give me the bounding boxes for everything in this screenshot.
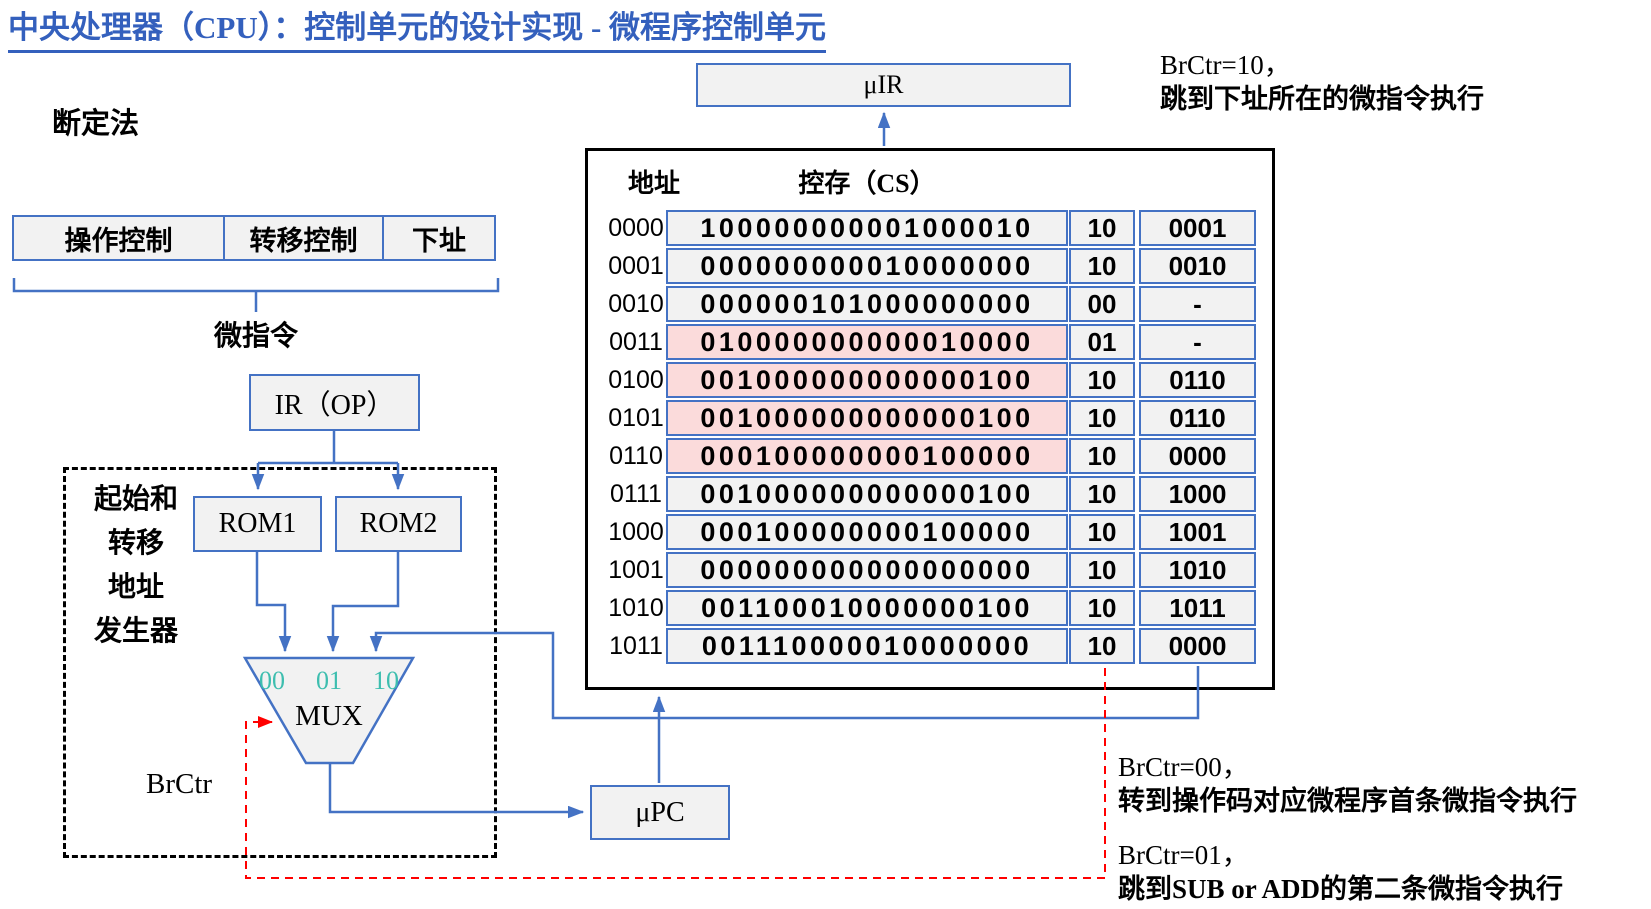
- table-row: 0000 100000000001000010 10 0001: [585, 210, 1275, 246]
- table-row: 0011 010000000000010000 01 -: [585, 324, 1275, 360]
- mux-input-01: 01: [316, 666, 342, 695]
- upc-box: μPC: [590, 785, 730, 840]
- field-next-address: 下址: [382, 215, 496, 261]
- underbrace: [12, 278, 500, 312]
- row-control-bits: 000100000000100000: [666, 438, 1068, 474]
- row-brctr-bits: 10: [1069, 514, 1135, 550]
- row-control-bits: 001000000000000100: [666, 400, 1068, 436]
- row-next-address: 1011: [1139, 590, 1256, 626]
- row-control-bits: 001100010000000100: [666, 590, 1068, 626]
- annotation-line: BrCtr=01，: [1118, 840, 1249, 870]
- row-next-address: 1000: [1139, 476, 1256, 512]
- row-address: 0011: [609, 327, 663, 356]
- ir-op-box: IR（OP）: [249, 374, 420, 431]
- row-next-address: 0000: [1139, 438, 1256, 474]
- mux-input-10: 10: [373, 666, 399, 695]
- row-brctr-bits: 01: [1069, 324, 1135, 360]
- row-address: 1010: [608, 593, 664, 622]
- microinstruction-format-box: 操作控制 转移控制 下址: [12, 215, 496, 261]
- mux-label: MUX: [295, 700, 363, 732]
- row-control-bits: 001110000010000000: [666, 628, 1068, 664]
- row-next-address: 0110: [1139, 400, 1256, 436]
- table-row: 0100 001000000000000100 10 0110: [585, 362, 1275, 398]
- row-next-address: 1001: [1139, 514, 1256, 550]
- row-brctr-bits: 10: [1069, 628, 1135, 664]
- row-address: 0111: [610, 479, 662, 508]
- row-address: 0010: [608, 289, 664, 318]
- row-next-address: 0110: [1139, 362, 1256, 398]
- uir-box: μIR: [696, 63, 1071, 107]
- row-address: 0000: [608, 213, 664, 242]
- generator-line: 发生器: [93, 616, 178, 647]
- field-branch-control: 转移控制: [223, 215, 384, 261]
- annotation-line: BrCtr=00，: [1118, 752, 1249, 782]
- microinstruction-label: 微指令: [213, 321, 298, 352]
- row-control-bits: 000100000000100000: [666, 514, 1068, 550]
- table-row: 1000 000100000000100000 10 1001: [585, 514, 1275, 550]
- rom1-box: ROM1: [193, 496, 322, 552]
- table-row: 0111 001000000000000100 10 1000: [585, 476, 1275, 512]
- row-address: 0110: [609, 441, 663, 470]
- table-row: 1011 001110000010000000 10 0000: [585, 628, 1275, 664]
- row-control-bits: 100000000001000010: [666, 210, 1068, 246]
- annotation-brctr00: BrCtr=00， 转到操作码对应微程序首条微指令执行: [1118, 750, 1577, 818]
- annotation-line: BrCtr=10，: [1160, 50, 1291, 80]
- generator-line: 转移: [107, 528, 164, 559]
- table-header-address: 地址: [627, 169, 680, 198]
- row-brctr-bits: 10: [1069, 248, 1135, 284]
- rom2-box: ROM2: [335, 496, 462, 552]
- row-address: 0101: [608, 403, 664, 432]
- generator-line: 起始和: [93, 484, 178, 515]
- ir-split-line: [258, 431, 398, 465]
- table-row: 1010 001100010000000100 10 1011: [585, 590, 1275, 626]
- row-brctr-bits: 10: [1069, 210, 1135, 246]
- row-control-bits: 010000000000010000: [666, 324, 1068, 360]
- annotation-line: 跳到下址所在的微指令执行: [1160, 84, 1484, 114]
- row-address: 0100: [608, 365, 664, 394]
- annotation-brctr10: BrCtr=10， 跳到下址所在的微指令执行: [1160, 48, 1484, 116]
- row-address: 1011: [609, 631, 663, 660]
- table-row: 0101 001000000000000100 10 0110: [585, 400, 1275, 436]
- row-next-address: 0000: [1139, 628, 1256, 664]
- row-control-bits: 000000101000000000: [666, 286, 1068, 322]
- page-title: 中央处理器（CPU）：控制单元的设计实现 - 微程序控制单元: [8, 2, 827, 53]
- table-row: 1001 000000000000000000 10 1010: [585, 552, 1275, 588]
- method-label: 断定法: [52, 108, 140, 140]
- annotation-line: 跳到SUB or ADD的第二条微指令执行: [1118, 874, 1564, 904]
- row-address: 1001: [608, 555, 664, 584]
- row-brctr-bits: 10: [1069, 400, 1135, 436]
- row-control-bits: 000000000010000000: [666, 248, 1068, 284]
- row-next-address: -: [1139, 286, 1256, 322]
- table-row: 0010 000000101000000000 00 -: [585, 286, 1275, 322]
- row-next-address: 0010: [1139, 248, 1256, 284]
- address-generator-label: 起始和 转移 地址 发生器: [75, 478, 197, 654]
- row-brctr-bits: 10: [1069, 476, 1135, 512]
- mux-input-00: 00: [259, 666, 285, 695]
- annotation-brctr01: BrCtr=01， 跳到SUB or ADD的第二条微指令执行: [1118, 838, 1563, 906]
- row-brctr-bits: 00: [1069, 286, 1135, 322]
- row-next-address: 1010: [1139, 552, 1256, 588]
- table-row: 0110 000100000000100000 10 0000: [585, 438, 1275, 474]
- row-next-address: -: [1139, 324, 1256, 360]
- table-row: 0001 000000000010000000 10 0010: [585, 248, 1275, 284]
- table-header-cs: 控存（CS）: [798, 169, 936, 198]
- row-control-bits: 001000000000000100: [666, 362, 1068, 398]
- row-brctr-bits: 10: [1069, 552, 1135, 588]
- row-brctr-bits: 10: [1069, 590, 1135, 626]
- field-op-control: 操作控制: [12, 215, 225, 261]
- generator-line: 地址: [107, 572, 164, 603]
- annotation-line: 转到操作码对应微程序首条微指令执行: [1118, 786, 1577, 816]
- row-brctr-bits: 10: [1069, 362, 1135, 398]
- brctr-label: BrCtr: [146, 768, 213, 800]
- row-next-address: 0001: [1139, 210, 1256, 246]
- row-control-bits: 000000000000000000: [666, 552, 1068, 588]
- row-address: 1000: [608, 517, 664, 546]
- row-brctr-bits: 10: [1069, 438, 1135, 474]
- row-address: 0001: [608, 251, 664, 280]
- row-control-bits: 001000000000000100: [666, 476, 1068, 512]
